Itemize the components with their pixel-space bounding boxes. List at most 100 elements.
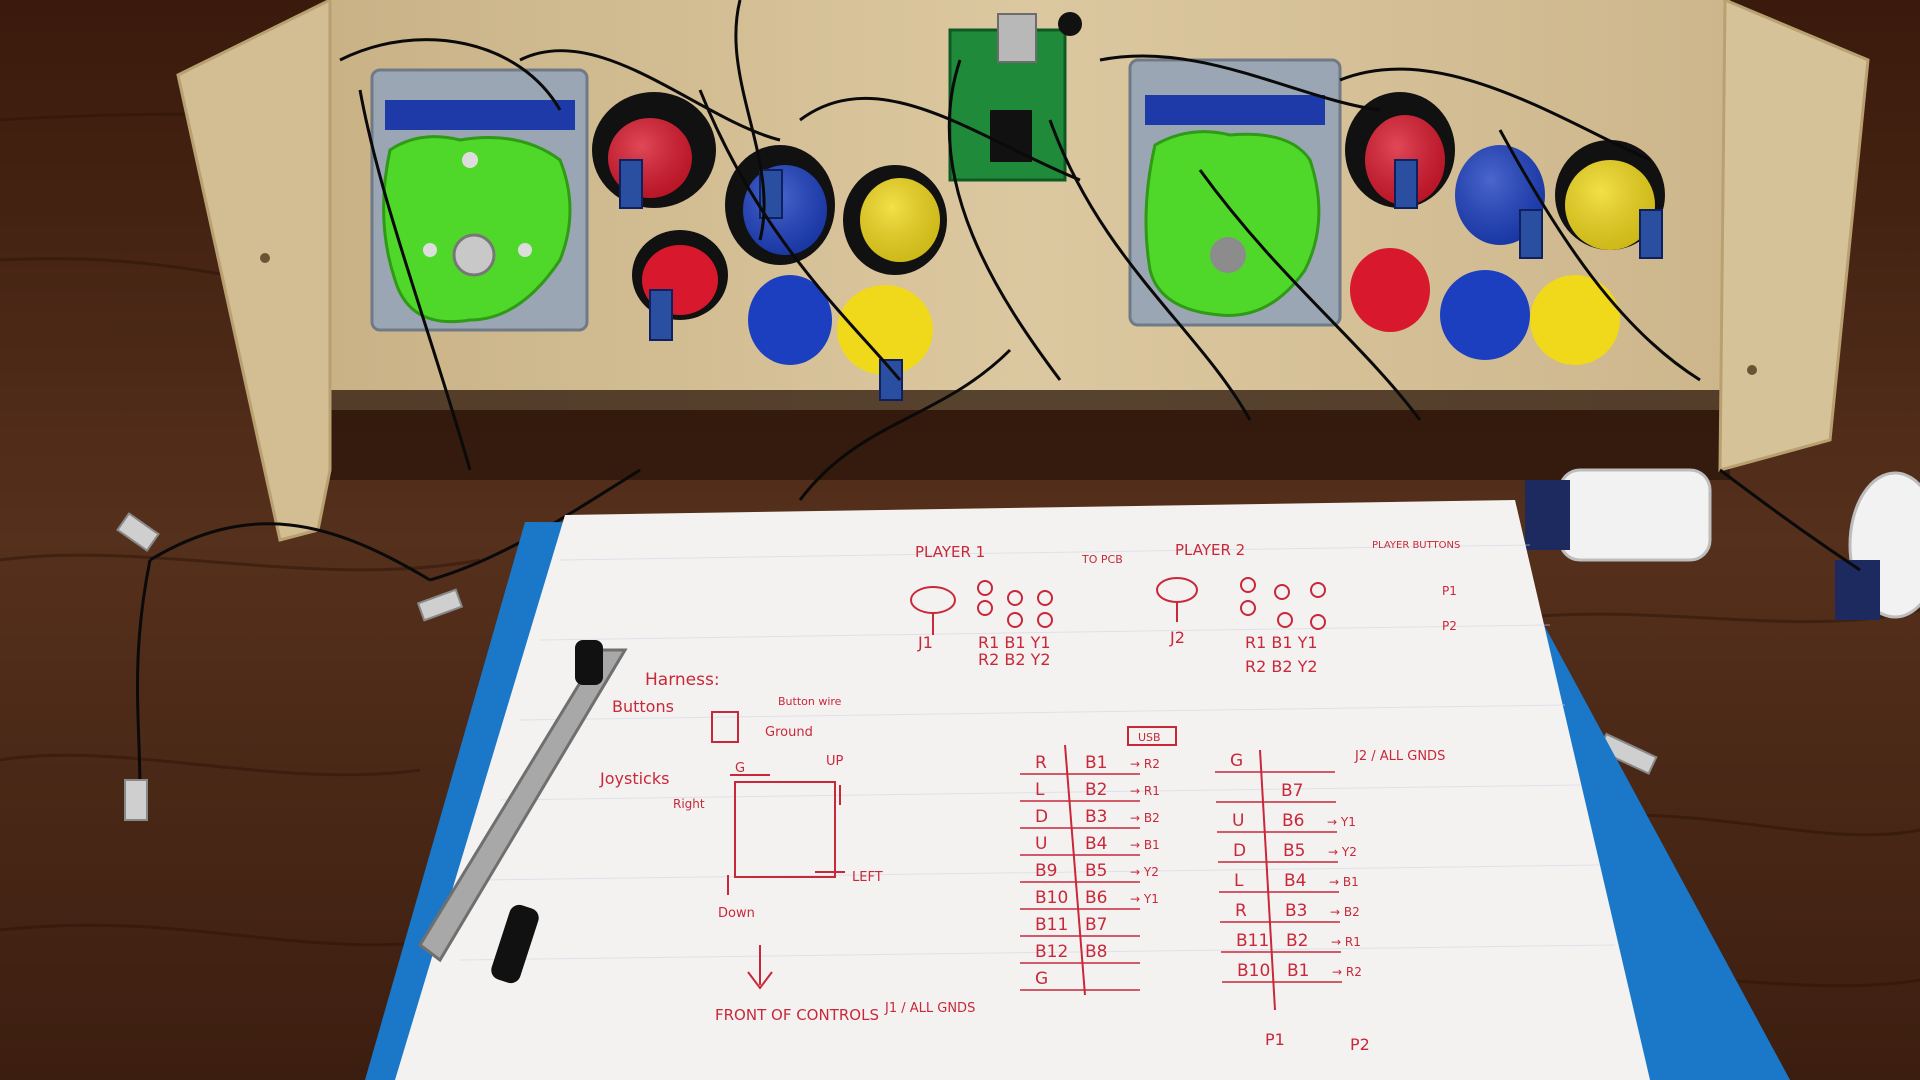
j1-label: J1: [917, 633, 933, 652]
wiring-cell: B5: [1085, 861, 1107, 881]
wiring-target: → B2: [1130, 811, 1160, 825]
p2-bottom-p1: P1: [1265, 1030, 1285, 1049]
right-side-panel: [1718, 0, 1870, 472]
wiring-target: → Y2: [1328, 845, 1357, 859]
right-label: Right: [673, 797, 705, 811]
wiring-cell: B3: [1285, 901, 1307, 921]
player-1-heading: PLAYER 1: [915, 543, 985, 561]
p1-marker: P1: [1442, 584, 1457, 598]
joystick-player-1: [370, 68, 589, 332]
wiring-target: → R2: [1130, 757, 1160, 771]
wiring-cell: B6: [1282, 811, 1304, 831]
blue-button: [748, 275, 832, 365]
player-2-heading: PLAYER 2: [1175, 541, 1245, 559]
wiring-target: → R1: [1130, 784, 1160, 798]
wiring-cell: B5: [1283, 841, 1305, 861]
buttons-label: Buttons: [612, 697, 674, 716]
wiring-cell: B9: [1035, 861, 1057, 881]
player-buttons-note: PLAYER BUTTONS: [1372, 540, 1460, 551]
wiring-cell: G: [1035, 969, 1048, 989]
wiring-cell: B1: [1287, 961, 1309, 981]
clipboard-clip: [418, 640, 628, 984]
p1-button-sketch: [977, 580, 1053, 628]
ground-note: Ground: [765, 725, 813, 740]
wiring-cell: L: [1035, 780, 1045, 800]
handwritten-notes: PLAYER 1 TO PCB PLAYER 2 PLAYER BUTTONS …: [599, 540, 1460, 1054]
wiring-target: → R2: [1332, 965, 1362, 979]
wiring-cell: B3: [1085, 807, 1107, 827]
wiring-target: → Y2: [1130, 865, 1159, 879]
white-button: [1558, 468, 1712, 562]
g-label: G: [735, 761, 745, 776]
wiring-target: → B1: [1329, 875, 1359, 889]
usb-box-label: USB: [1138, 731, 1161, 744]
wiring-target: → Y1: [1327, 815, 1356, 829]
wiring-cell: D: [1233, 841, 1246, 861]
wiring-cell: B7: [1085, 915, 1107, 935]
wiring-cell: B10: [1237, 961, 1270, 981]
wiring-cell: B10: [1035, 888, 1068, 908]
wiring-cell: B12: [1035, 942, 1068, 962]
down-label: Down: [718, 906, 755, 921]
wiring-cell: G: [1230, 751, 1243, 771]
wiring-target: → R1: [1331, 935, 1361, 949]
p1-button-labels-1: R1 B1 Y1: [978, 633, 1051, 652]
wiring-cell: B4: [1085, 834, 1107, 854]
wiring-cell: R: [1235, 901, 1247, 921]
wiring-cell: B4: [1284, 871, 1306, 891]
p2-marker: P2: [1442, 619, 1457, 633]
screw: [1747, 365, 1757, 375]
wiring-cell: B8: [1085, 942, 1107, 962]
j2-label: J2: [1169, 628, 1185, 647]
down-arrow: [747, 945, 773, 990]
paper-sheet: [395, 500, 1650, 1080]
wire-connectors: [116, 512, 1658, 821]
wires: [136, 0, 1861, 791]
wiring-cell: B11: [1035, 915, 1068, 935]
p2-button-sketch: [1240, 577, 1326, 630]
p1-button-labels-2: R2 B2 Y2: [978, 650, 1051, 669]
up-label: UP: [826, 754, 844, 769]
wiring-cell: B7: [1281, 781, 1303, 801]
blue-button: [1440, 270, 1530, 360]
left-label: LEFT: [852, 870, 883, 885]
p2-bottom-p2: P2: [1350, 1035, 1370, 1054]
left-side-panel: [176, 0, 332, 542]
box-floor-shadow: [330, 390, 1730, 480]
p2-button-labels-1: R1 B1 Y1: [1245, 633, 1318, 652]
j1-all-grounds-note: J1 / ALL GNDS: [884, 1001, 975, 1016]
red-button: [1350, 248, 1430, 332]
wiring-cell: B2: [1286, 931, 1308, 951]
yellow-button: [837, 285, 933, 375]
usb-encoder-board: [948, 12, 1082, 182]
wiring-cell: R: [1035, 753, 1047, 773]
wiring-cell: L: [1234, 871, 1244, 891]
joystick-player-2: [1128, 58, 1342, 327]
p1-joystick-sketch: [910, 586, 956, 635]
front-of-controls-note: FRONT OF CONTROLS: [715, 1006, 879, 1024]
button-wire-note: Button wire: [778, 695, 842, 708]
p2-wiring-table: G B7U B6 → Y1 D B5 → Y2 L B4 → B1 R B3 → B2 B11 B2 → R1…: [1215, 749, 1362, 1011]
wiring-cell: U: [1035, 834, 1047, 854]
wiring-cell: U: [1232, 811, 1244, 831]
wiring-cell: B1: [1085, 753, 1107, 773]
button-sketch: [711, 711, 739, 743]
harness-title: Harness:: [645, 670, 720, 690]
to-pcb-note: TO PCB: [1081, 553, 1123, 566]
p2-joystick-sketch: [1156, 577, 1198, 622]
wiring-target: → Y1: [1130, 892, 1159, 906]
wiring-cell: B11: [1236, 931, 1269, 951]
wiring-cell: B2: [1085, 780, 1107, 800]
wiring-target: → B1: [1130, 838, 1160, 852]
microswitches: [619, 159, 1663, 401]
usb-box: [1127, 726, 1177, 746]
joysticks-label: Joysticks: [599, 769, 669, 788]
paper-lines: [459, 544, 1616, 961]
yellow-button: [1530, 275, 1620, 365]
wiring-target: → B2: [1330, 905, 1360, 919]
screw: [260, 253, 270, 263]
p2-button-labels-2: R2 B2 Y2: [1245, 657, 1318, 676]
wiring-cell: D: [1035, 807, 1048, 827]
